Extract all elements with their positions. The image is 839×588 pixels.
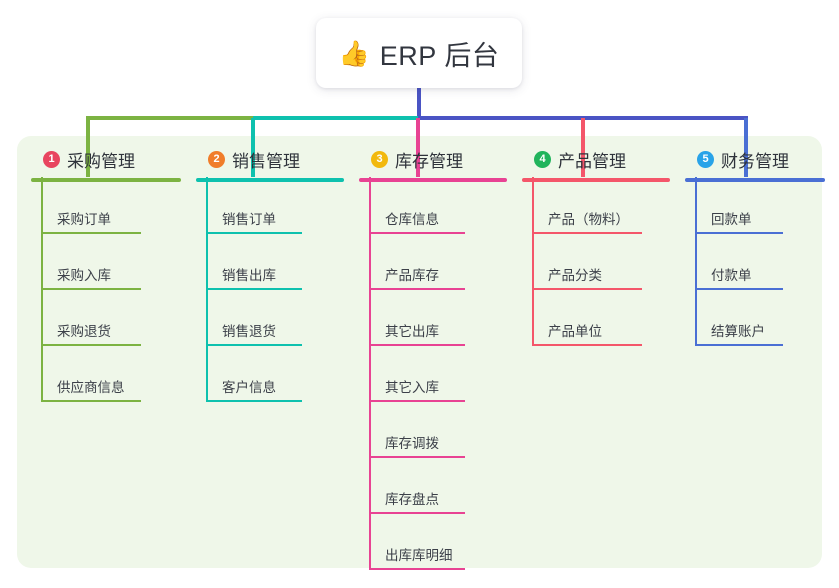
leaf-node[interactable]: 结算账户	[685, 294, 825, 350]
branch-title: 财务管理	[721, 151, 789, 171]
branch-leaf-list: 回款单付款单结算账户	[685, 182, 825, 350]
leaf-node-rule	[206, 400, 302, 402]
leaf-node[interactable]: 产品单位	[522, 294, 670, 350]
branch-leaf-list: 产品（物料） 产品分类产品单位	[522, 182, 670, 350]
leaf-node[interactable]: 客户信息	[196, 350, 344, 406]
diagram-background-panel	[17, 136, 822, 568]
leaf-node[interactable]: 产品分类	[522, 238, 670, 294]
leaf-node-rule	[532, 344, 642, 346]
leaf-node[interactable]: 产品库存	[359, 238, 507, 294]
leaf-node-label: 其它出库	[385, 324, 439, 339]
leaf-node-label: 客户信息	[222, 380, 276, 395]
leaf-node-rule	[41, 288, 141, 290]
root-node-card[interactable]: 👍 ERP 后台	[316, 18, 522, 88]
leaf-node-rule	[369, 344, 465, 346]
leaf-node-rule	[206, 344, 302, 346]
branch-title: 销售管理	[232, 151, 300, 171]
leaf-node-rule	[41, 232, 141, 234]
leaf-node-label: 产品分类	[548, 268, 602, 283]
root-node-title: ERP 后台	[379, 40, 500, 71]
leaf-node-label: 出库库明细	[385, 548, 453, 563]
leaf-node[interactable]: 采购入库	[31, 238, 181, 294]
branch-header-产品管理[interactable]: 4 产品管理	[522, 146, 670, 172]
branch-header-rule	[522, 178, 670, 182]
leaf-node-rule	[369, 456, 465, 458]
branch-header-财务管理[interactable]: 5 财务管理	[685, 146, 825, 172]
branch-column-采购管理: 1 采购管理采购订单采购入库采购退货供应商信息	[31, 146, 181, 406]
branch-header-rule	[196, 178, 344, 182]
branch-title: 采购管理	[67, 151, 135, 171]
branch-header-rule	[685, 178, 825, 182]
leaf-node[interactable]: 出库库明细	[359, 518, 507, 574]
leaf-node-label: 销售订单	[222, 212, 276, 227]
leaf-node[interactable]: 仓库信息	[359, 182, 507, 238]
branch-leaf-list: 仓库信息产品库存其它出库其它入库库存调拨库存盘点出库库明细	[359, 182, 507, 574]
branch-number-badge: 4	[534, 150, 551, 168]
leaf-node-rule	[369, 400, 465, 402]
leaf-node-label: 供应商信息	[57, 380, 125, 395]
branch-leaf-list: 采购订单采购入库采购退货供应商信息	[31, 182, 181, 406]
leaf-node[interactable]: 其它入库	[359, 350, 507, 406]
leaf-node-rule	[695, 232, 783, 234]
leaf-node-rule	[532, 232, 642, 234]
branch-number-badge: 1	[43, 150, 60, 168]
leaf-node[interactable]: 库存调拨	[359, 406, 507, 462]
thumbs-up-icon: 👍	[338, 38, 370, 68]
leaf-node-label: 库存盘点	[385, 492, 439, 507]
leaf-node-rule	[369, 568, 465, 570]
branch-column-产品管理: 4 产品管理产品（物料） 产品分类产品单位	[522, 146, 670, 350]
leaf-node[interactable]: 销售订单	[196, 182, 344, 238]
branch-number-badge: 5	[697, 150, 714, 168]
leaf-node[interactable]: 采购退货	[31, 294, 181, 350]
branch-title: 库存管理	[395, 151, 463, 171]
leaf-node-label: 销售出库	[222, 268, 276, 283]
leaf-node[interactable]: 产品（物料）	[522, 182, 670, 238]
leaf-node-rule	[206, 232, 302, 234]
leaf-node-label: 回款单	[711, 212, 752, 227]
leaf-node-label: 库存调拨	[385, 436, 439, 451]
branch-column-财务管理: 5 财务管理回款单付款单结算账户	[685, 146, 825, 350]
leaf-node-rule	[369, 512, 465, 514]
branch-number-badge: 2	[208, 150, 225, 168]
root-node-content: 👍 ERP 后台	[339, 34, 500, 73]
leaf-node[interactable]: 库存盘点	[359, 462, 507, 518]
branch-leaf-list: 销售订单销售出库销售退货客户信息	[196, 182, 344, 406]
leaf-node-rule	[369, 288, 465, 290]
leaf-node-label: 产品（物料）	[548, 212, 629, 227]
branch-header-销售管理[interactable]: 2 销售管理	[196, 146, 344, 172]
branch-header-采购管理[interactable]: 1 采购管理	[31, 146, 181, 172]
leaf-node-rule	[369, 232, 465, 234]
branch-title: 产品管理	[558, 151, 626, 171]
leaf-node[interactable]: 其它出库	[359, 294, 507, 350]
branch-column-销售管理: 2 销售管理销售订单销售出库销售退货客户信息	[196, 146, 344, 406]
branch-header-库存管理[interactable]: 3 库存管理	[359, 146, 507, 172]
leaf-node-rule	[206, 288, 302, 290]
branch-number-badge: 3	[371, 150, 388, 168]
leaf-node-label: 采购订单	[57, 212, 111, 227]
leaf-node-label: 采购入库	[57, 268, 111, 283]
leaf-node-rule	[41, 400, 141, 402]
leaf-node[interactable]: 采购订单	[31, 182, 181, 238]
leaf-node-rule	[695, 344, 783, 346]
leaf-node-label: 产品库存	[385, 268, 439, 283]
leaf-node-label: 付款单	[711, 268, 752, 283]
leaf-node-label: 产品单位	[548, 324, 602, 339]
leaf-node-label: 采购退货	[57, 324, 111, 339]
branch-column-库存管理: 3 库存管理仓库信息产品库存其它出库其它入库库存调拨库存盘点出库库明细	[359, 146, 507, 574]
leaf-node-label: 结算账户	[711, 324, 765, 339]
leaf-node[interactable]: 付款单	[685, 238, 825, 294]
leaf-node-rule	[695, 288, 783, 290]
branch-header-rule	[31, 178, 181, 182]
leaf-node[interactable]: 销售出库	[196, 238, 344, 294]
leaf-node-label: 仓库信息	[385, 212, 439, 227]
leaf-node-rule	[532, 288, 642, 290]
leaf-node[interactable]: 销售退货	[196, 294, 344, 350]
leaf-node-label: 销售退货	[222, 324, 276, 339]
leaf-node-label: 其它入库	[385, 380, 439, 395]
leaf-node[interactable]: 回款单	[685, 182, 825, 238]
leaf-node[interactable]: 供应商信息	[31, 350, 181, 406]
leaf-node-rule	[41, 344, 141, 346]
branch-header-rule	[359, 178, 507, 182]
